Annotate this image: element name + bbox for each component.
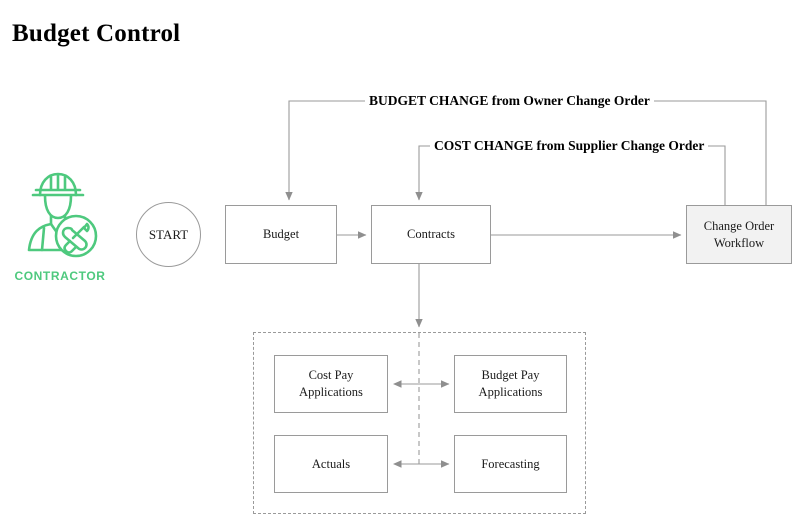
node-change-order-workflow-label: Change Order Workflow — [703, 218, 775, 250]
node-forecasting-label: Forecasting — [481, 456, 540, 471]
page-title: Budget Control — [12, 20, 181, 47]
edge-cost-change — [415, 145, 726, 205]
actor-contractor: CONTRACTOR — [10, 168, 110, 283]
start-node-label: START — [148, 226, 189, 242]
edge-budget-change — [285, 100, 767, 205]
node-contracts[interactable]: Contracts — [371, 205, 491, 264]
node-actuals[interactable]: Actuals — [274, 435, 388, 493]
node-budget[interactable]: Budget — [225, 205, 337, 264]
node-contracts-label: Contracts — [407, 227, 455, 242]
node-budget-pay-applications[interactable]: Budget Pay Applications — [454, 355, 567, 413]
group-performance-container — [253, 332, 586, 514]
node-actuals-label: Actuals — [311, 456, 351, 471]
node-cost-pay-applications[interactable]: Cost Pay Applications — [274, 355, 388, 413]
node-forecasting[interactable]: Forecasting — [454, 435, 567, 493]
start-node[interactable]: START — [136, 202, 201, 267]
contractor-worker-icon — [27, 172, 98, 258]
edge-label-cost-change: COST CHANGE from Supplier Change Order — [430, 139, 709, 153]
node-budget-label: Budget — [262, 227, 300, 242]
edge-label-budget-change: BUDGET CHANGE from Owner Change Order — [365, 94, 654, 108]
node-cost-pay-applications-label: Cost Pay Applications — [299, 368, 363, 399]
node-change-order-workflow[interactable]: Change Order Workflow — [686, 205, 792, 264]
actor-label: CONTRACTOR — [14, 269, 106, 283]
node-budget-pay-applications-label: Budget Pay Applications — [478, 368, 543, 399]
